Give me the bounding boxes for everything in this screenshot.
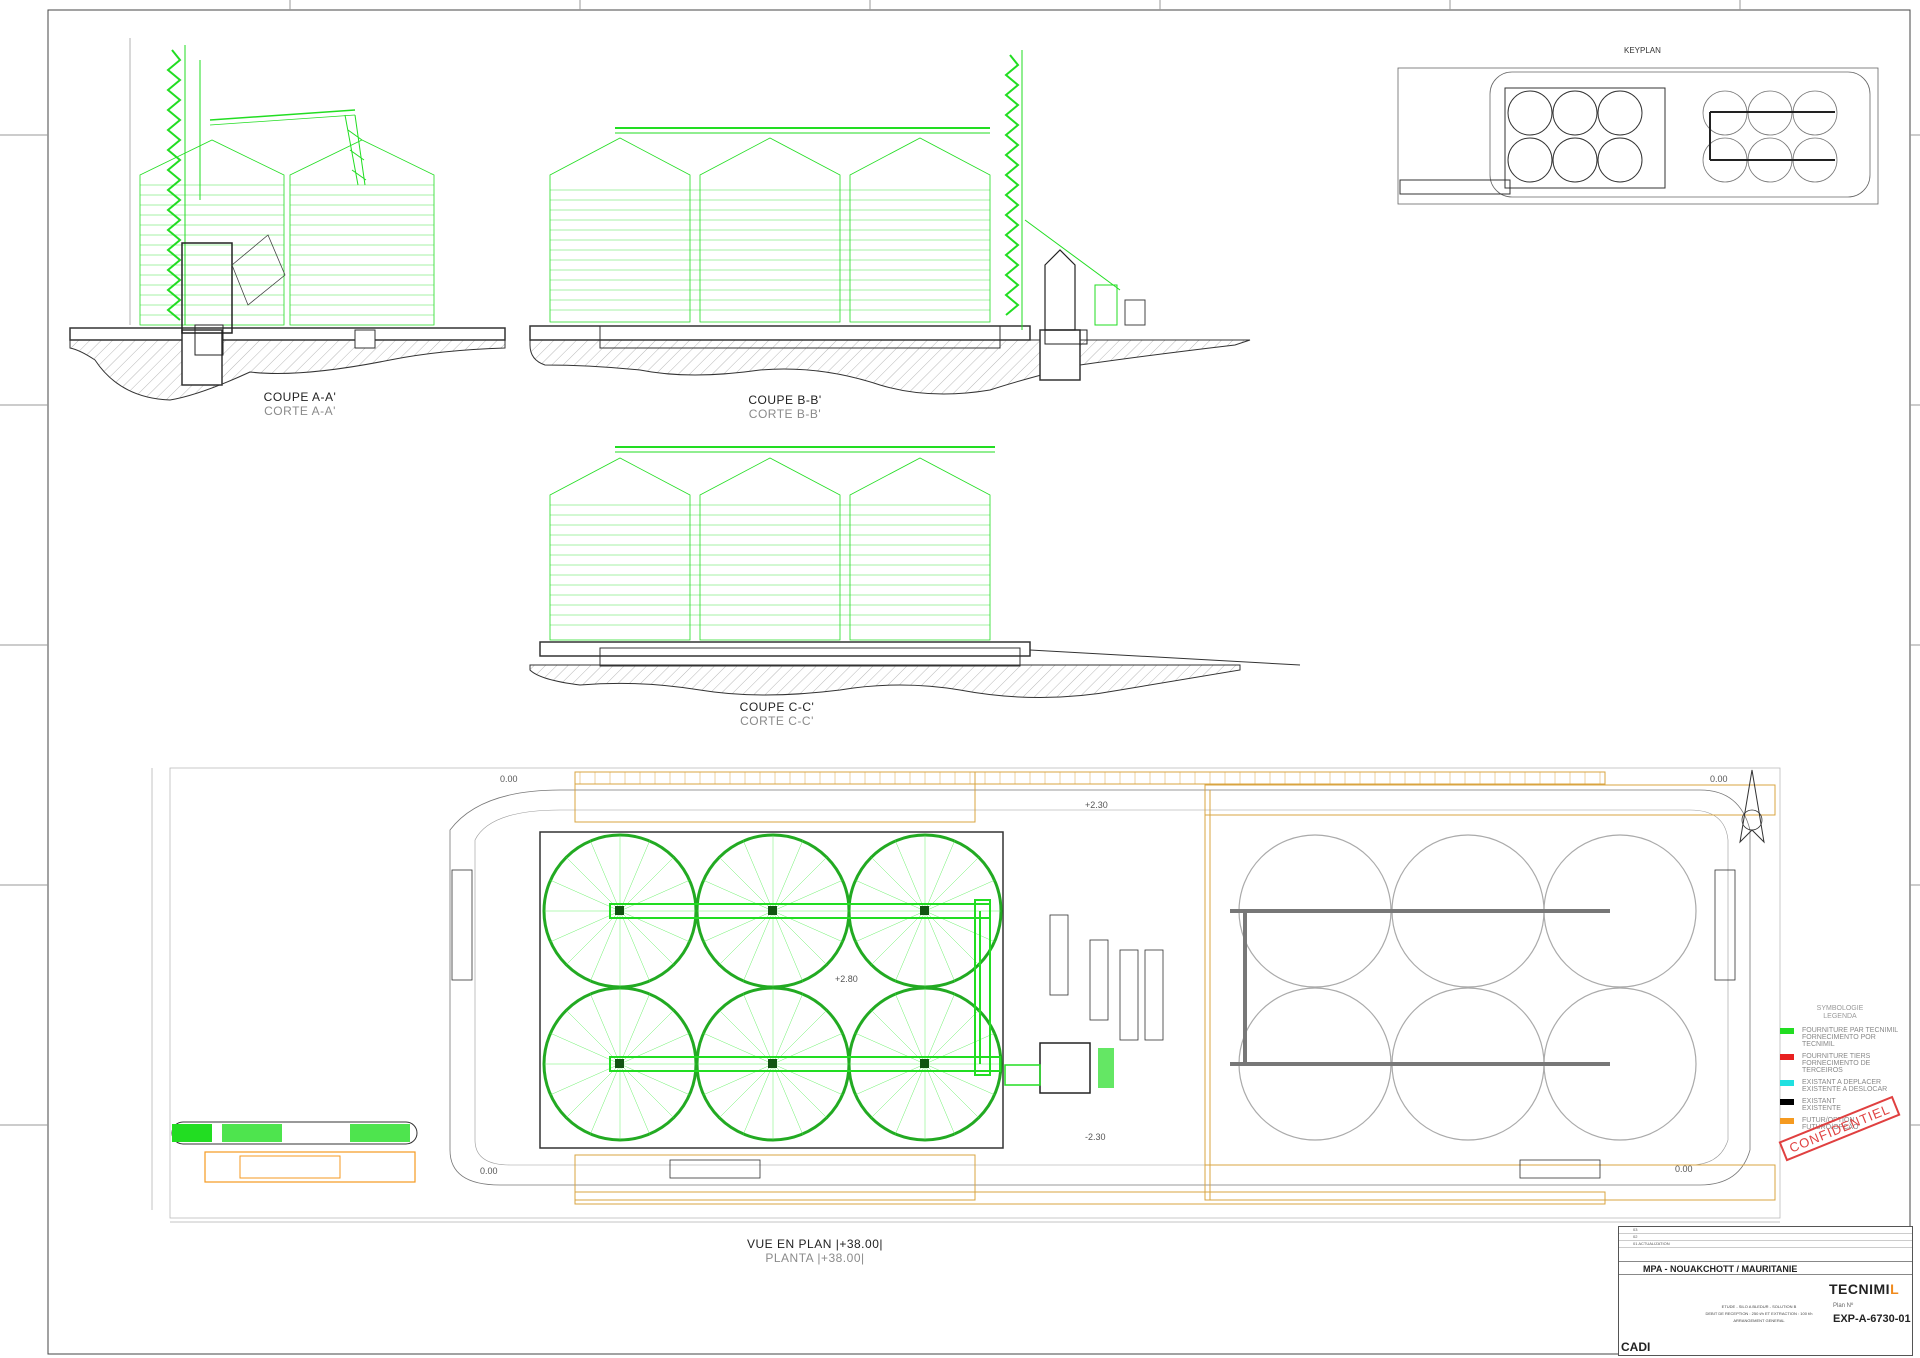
- section-a-caption: COUPE A-A' CORTE A-A': [250, 390, 350, 418]
- section-c-title: COUPE C-C': [739, 700, 815, 714]
- section-b-subtitle: CORTE B-B': [748, 407, 822, 421]
- legend-label: EXISTANT A DEPLACER: [1802, 1079, 1882, 1086]
- company-logo: TECNIMIL: [1829, 1281, 1899, 1297]
- legend-label: EXISTANT: [1802, 1098, 1836, 1105]
- revision-row: 02: [1619, 1234, 1912, 1241]
- legend-label: FORNECIMENTO DE TERCEIROS: [1802, 1060, 1871, 1074]
- north-arrow-icon: [1739, 769, 1765, 844]
- sheet-border: [47, 9, 1911, 1355]
- legend-label: FOURNITURE TIERS: [1802, 1053, 1871, 1060]
- level-label: 0.00: [1710, 774, 1728, 784]
- legend-label: EXISTENTE: [1802, 1105, 1841, 1112]
- legend-label: FOURNITURE PAR TECNIMIL: [1802, 1027, 1899, 1034]
- revision-row: 01 ACTUALIZATION: [1619, 1241, 1912, 1248]
- section-a-ground: [69, 339, 506, 401]
- section-c-drawing: [529, 446, 1301, 698]
- legend-label: EXISTENTE A DESLOCAR: [1802, 1086, 1888, 1093]
- plan-number-label: Plan Nº: [1833, 1303, 1854, 1309]
- legend-swatch: [1780, 1099, 1794, 1105]
- legend-title: SYMBOLOGIE: [1816, 1005, 1864, 1012]
- plan-view-drawing: [151, 767, 1781, 1223]
- level-label: -2.30: [1085, 1132, 1106, 1142]
- sheet-grid-ticks: [0, 0, 1920, 1126]
- level-label: 0.00: [1675, 1164, 1693, 1174]
- section-b-title: COUPE B-B': [748, 393, 822, 407]
- section-a-title: COUPE A-A': [263, 390, 337, 404]
- legend-swatch: [1780, 1054, 1794, 1060]
- description-line: DEBIT DE RECEPTION : 250 t/h ET EXTRACTI…: [1705, 1311, 1813, 1316]
- section-c-caption: COUPE C-C' CORTE C-C': [727, 700, 827, 728]
- silo-rings-a: [140, 184, 434, 316]
- legend-subtitle: LEGENDA: [1823, 1013, 1857, 1020]
- section-b-caption: COUPE B-B' CORTE B-B': [735, 393, 835, 421]
- title-block: 03 02 01 ACTUALIZATION MPA - NOUAKCHOTT …: [1618, 1226, 1913, 1356]
- plan-number: EXP-A-6730-01: [1833, 1313, 1911, 1325]
- section-a-drawing: [69, 38, 506, 401]
- keyplan-drawing: [1397, 67, 1879, 205]
- legend-swatch: [1780, 1118, 1794, 1124]
- legend-label: FORNECIMENTO POR TECNIMIL: [1802, 1034, 1876, 1048]
- level-label: 0.00: [480, 1166, 498, 1176]
- plan-caption: VUE EN PLAN |+38.00| PLANTA |+38.00|: [720, 1237, 910, 1265]
- legend-swatch: [1780, 1028, 1794, 1034]
- level-label: +2.80: [835, 974, 858, 984]
- legend-label: FUTUR/OPTION: [1802, 1117, 1855, 1124]
- revision-table: 03 02 01 ACTUALIZATION: [1619, 1227, 1912, 1261]
- silo-circles-existing: [1238, 834, 1697, 1141]
- plan-subtitle: PLANTA |+38.00|: [765, 1251, 865, 1265]
- keyplan-title: KEYPLAN: [1624, 46, 1661, 55]
- silo-block-new: [539, 831, 1004, 1149]
- project-name: MPA - NOUAKCHOTT / MAURITANIE: [1619, 1261, 1912, 1275]
- description-line: ETUDE - SILO A BLEDUR - SOLUTION B: [1721, 1304, 1797, 1309]
- description-line: ARRANGEMENT GENERAL: [1733, 1318, 1785, 1323]
- company-logo-text: TECNIMI: [1829, 1281, 1891, 1297]
- legend: SYMBOLOGIE LEGENDA FOURNITURE PAR TECNIM…: [1780, 1005, 1900, 1136]
- level-label: +2.30: [1085, 800, 1108, 810]
- section-b-drawing: [529, 50, 1251, 395]
- level-label: 0.00: [500, 774, 518, 784]
- drawing-description: ETUDE - SILO A BLEDUR - SOLUTION B DEBIT…: [1699, 1303, 1819, 1324]
- revision-row: 03: [1619, 1227, 1912, 1234]
- section-a-subtitle: CORTE A-A': [264, 404, 336, 418]
- legend-label: FUTURO/OPÇÃO: [1802, 1124, 1859, 1131]
- company-logo-accent: L: [1890, 1281, 1900, 1297]
- section-c-subtitle: CORTE C-C': [740, 714, 814, 728]
- plan-title: VUE EN PLAN |+38.00|: [747, 1237, 883, 1251]
- legend-swatch: [1780, 1080, 1794, 1086]
- cadi-mark: CADI: [1621, 1340, 1651, 1354]
- elevator-a: [166, 45, 367, 325]
- silo-circles-new: [542, 833, 1003, 1142]
